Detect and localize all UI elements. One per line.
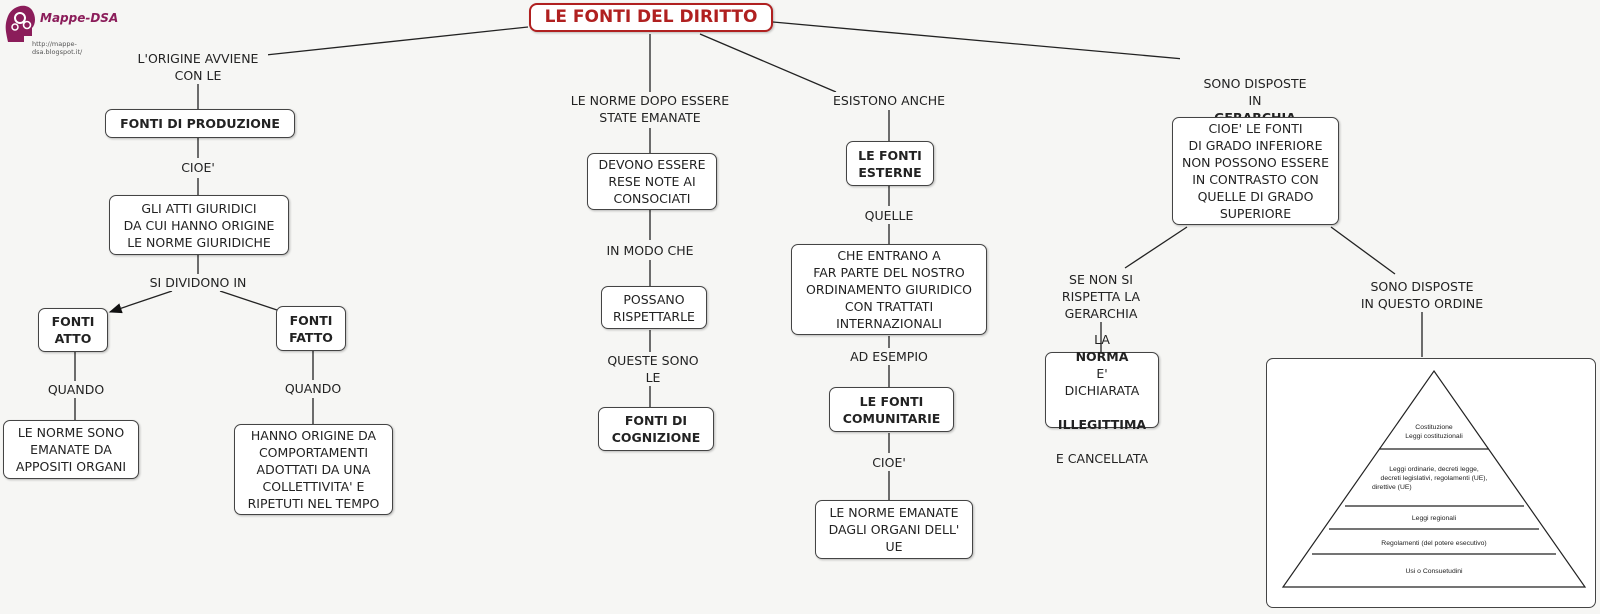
label-si-dividono: SI DIVIDONO IN (138, 274, 258, 291)
box-fonti-atto: FONTI ATTO (38, 308, 108, 352)
pyr-leggi-ordinarie-1: Leggi ordinarie, decreti legge, (1389, 466, 1479, 473)
hierarchy-pyramid-frame: Costituzione Leggi costituzionali Leggi … (1266, 358, 1596, 608)
norma-pre: LA (1094, 331, 1110, 347)
label-questo-ordine: SONO DISPOSTE IN QUESTO ORDINE (1337, 278, 1507, 312)
mappe-dsa-logo: Mappe-DSA http://mappe-dsa.blogspot.it/ (2, 2, 122, 56)
label-se-non-si-rispetta: SE NON SI RISPETTA LA GERARCHIA (1051, 271, 1151, 322)
label-queste-sono: QUESTE SONO LE (598, 352, 708, 386)
box-norme-emanate: LE NORME SONO EMANATE DA APPOSITI ORGANI (3, 420, 139, 479)
label-cioe-1: CIOE' (168, 159, 228, 176)
box-cioe-fonti: CIOE' LE FONTI DI GRADO INFERIORE NON PO… (1172, 117, 1339, 225)
label-quando-fatto: QUANDO (273, 380, 353, 397)
box-possano: POSSANO RISPETTARLE (601, 286, 707, 329)
cancellata-text: E CANCELLATA (1055, 450, 1149, 466)
brain-gears-icon (5, 5, 35, 43)
pyr-leggi-costituzionali: Leggi costituzionali (1405, 433, 1463, 440)
pyr-usi-consuetudini: Usi o Consuetudini (1405, 568, 1463, 575)
title-box: LE FONTI DEL DIRITTO (529, 3, 773, 32)
label-sono-disposte: SONO DISPOSTE IN GERARCHIA (1180, 58, 1330, 126)
box-fonti-produzione: FONTI DI PRODUZIONE (105, 109, 295, 138)
hierarchy-pyramid: Costituzione Leggi costituzionali Leggi … (1281, 369, 1587, 588)
box-norma-illegittima: LA NORMA E' DICHIARATA ILLEGITTIMA E CAN… (1045, 332, 1159, 466)
norma-word: NORMA (1075, 348, 1129, 364)
box-devono-essere: DEVONO ESSERE RESE NOTE AI CONSOCIATI (587, 153, 717, 210)
label-quelle: QUELLE (854, 207, 924, 224)
label-cioe-2: CIOE' (859, 454, 919, 471)
label-in-modo-che: IN MODO CHE (595, 242, 705, 259)
label-norme-dopo: LE NORME DOPO ESSERE STATE EMANATE (562, 92, 738, 126)
box-fonti-cognizione: FONTI DI COGNIZIONE (598, 407, 714, 451)
box-norme-ue: LE NORME EMANATE DAGLI ORGANI DELL' UE (815, 500, 973, 559)
label-esistono-anche: ESISTONO ANCHE (819, 92, 959, 109)
logo-text: Mappe-DSA (40, 11, 119, 25)
illegittima-word: ILLEGITTIMA (1057, 416, 1147, 432)
label-origine: L'ORIGINE AVVIENE CON LE (128, 50, 268, 84)
label-quando-atto: QUANDO (36, 381, 116, 398)
label-ad-esempio: AD ESEMPIO (839, 348, 939, 365)
pyr-costituzione: Costituzione (1415, 424, 1453, 431)
box-fonti-fatto: FONTI FATTO (276, 306, 346, 351)
box-hanno-origine: HANNO ORIGINE DA COMPORTAMENTI ADOTTATI … (234, 424, 393, 515)
pyr-regolamenti: Regolamenti (del potere esecutivo) (1381, 540, 1486, 547)
pyr-leggi-ordinarie-2: decreti legislativi, regolamenti (UE), (1381, 475, 1488, 482)
box-fonti-esterne: LE FONTI ESTERNE (846, 141, 934, 186)
box-fonti-comunitarie: LE FONTI COMUNITARIE (829, 387, 954, 432)
pyr-leggi-ordinarie-3: direttive (UE) (1372, 484, 1412, 491)
box-atti-giuridici: GLI ATTI GIURIDICI DA CUI HANNO ORIGINE … (109, 195, 289, 255)
norma-mid: E' DICHIARATA (1064, 365, 1140, 398)
logo-url[interactable]: http://mappe-dsa.blogspot.it/ (32, 40, 83, 56)
label-sono-disposte-text: SONO DISPOSTE IN (1203, 76, 1307, 108)
box-che-entrano: CHE ENTRANO A FAR PARTE DEL NOSTRO ORDIN… (791, 244, 987, 335)
pyr-leggi-regionali: Leggi regionali (1412, 515, 1457, 522)
